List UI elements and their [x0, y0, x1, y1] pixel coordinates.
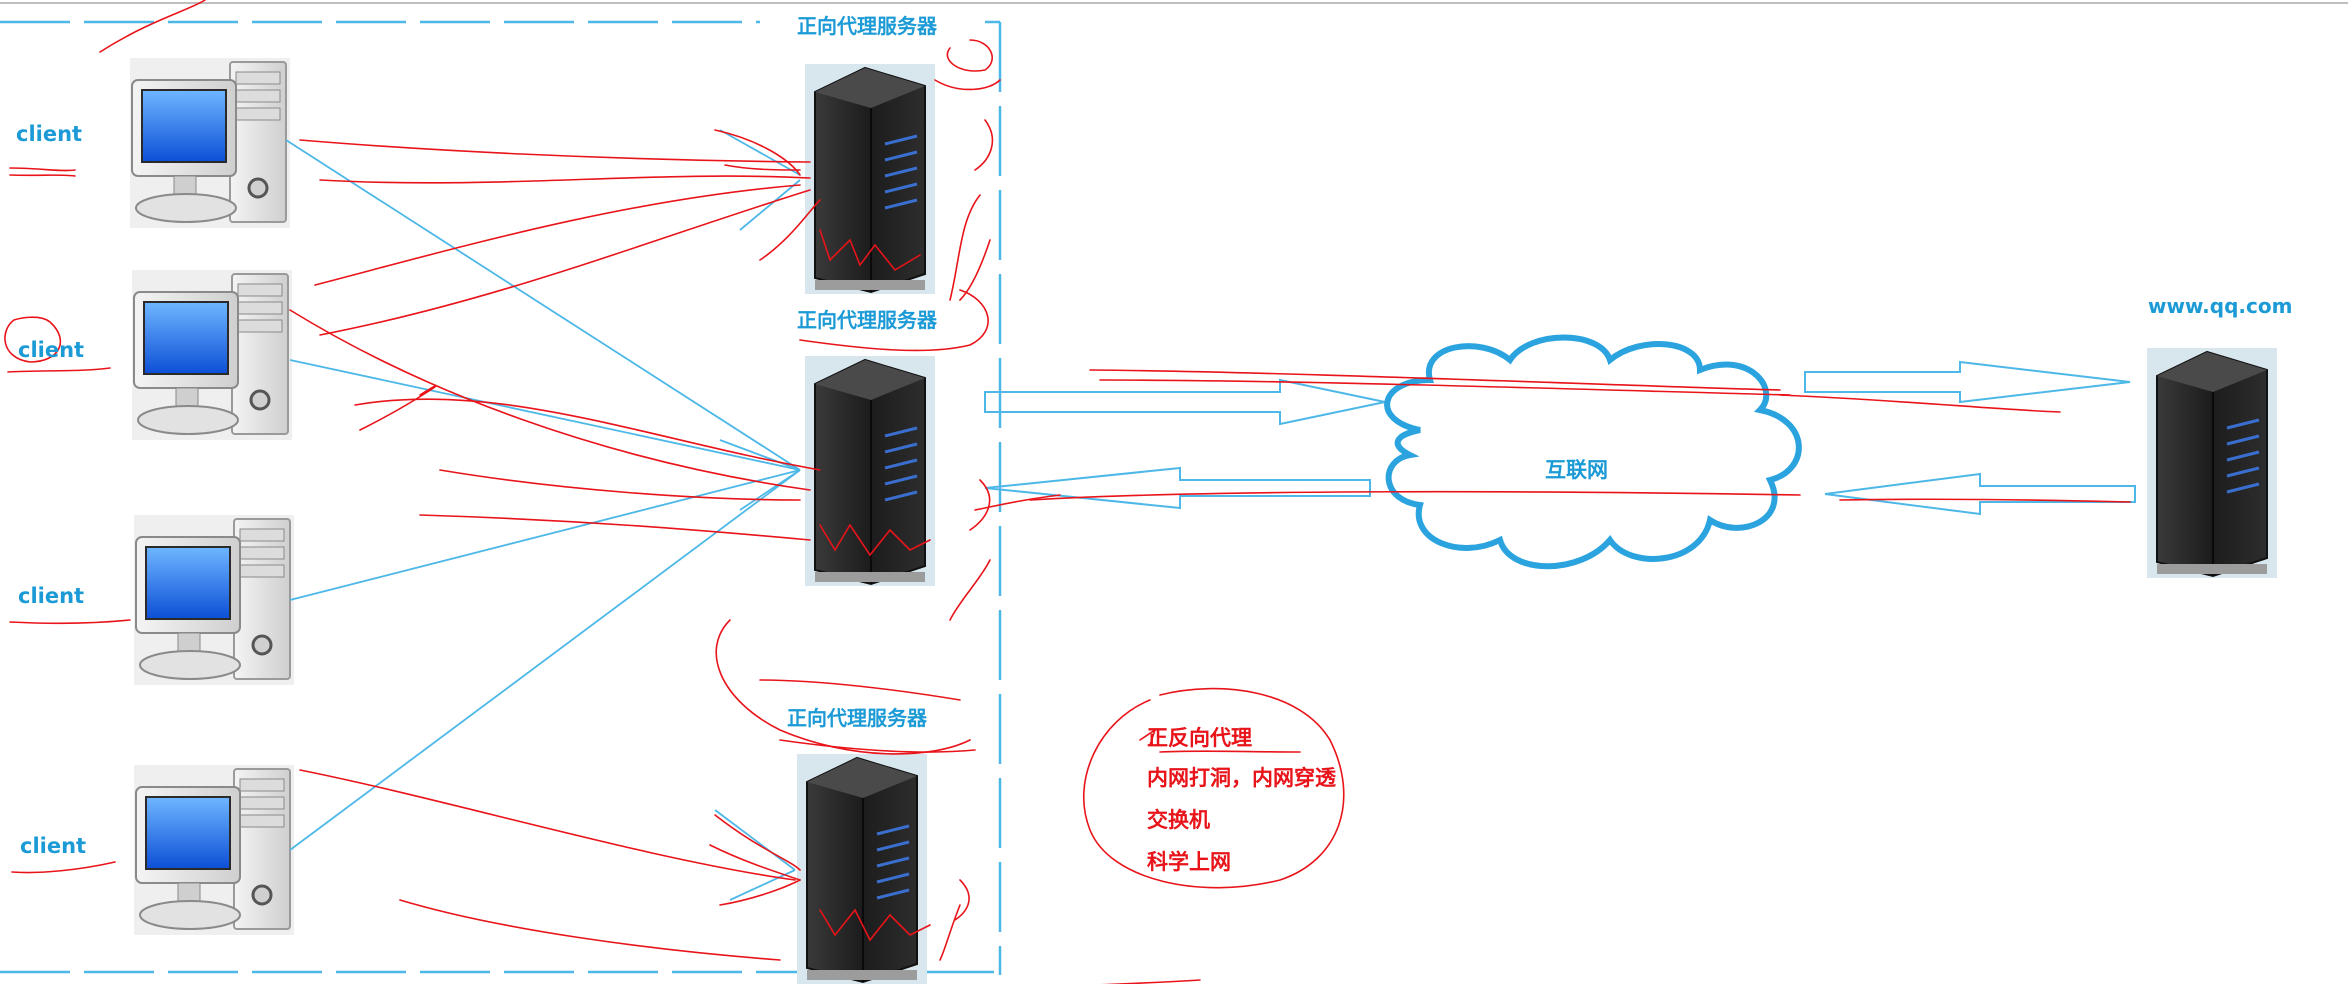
dashed-frame — [0, 20, 1002, 975]
proxy-server-icon — [795, 752, 929, 984]
target-server-icon — [2145, 346, 2279, 580]
client-computer-icon — [128, 56, 292, 230]
proxy-server-icon — [803, 62, 937, 296]
proxy-server-label: 正向代理服务器 — [787, 706, 927, 730]
client-label: client — [18, 338, 85, 362]
client-computer-icon — [132, 513, 296, 687]
note-line: 内网打洞，内网穿透 — [1147, 766, 1336, 790]
note-line: 正反向代理 — [1147, 726, 1252, 750]
internet-label: 互联网 — [1545, 458, 1608, 482]
proxy-server-label: 正向代理服务器 — [797, 308, 937, 332]
client-label: client — [18, 584, 85, 608]
target-server-label: www.qq.com — [2148, 294, 2293, 318]
client-label: client — [16, 122, 83, 146]
note-line: 科学上网 — [1147, 850, 1231, 874]
proxy-server-icon — [803, 354, 937, 588]
proxy-server-label: 正向代理服务器 — [797, 14, 937, 38]
client-computer-icon — [130, 268, 294, 442]
client-label: client — [20, 834, 87, 858]
internet-cloud — [1384, 334, 1802, 570]
handwritten-annotations — [4, 0, 2131, 984]
client-computer-icon — [132, 763, 296, 937]
note-line: 交换机 — [1147, 808, 1210, 832]
